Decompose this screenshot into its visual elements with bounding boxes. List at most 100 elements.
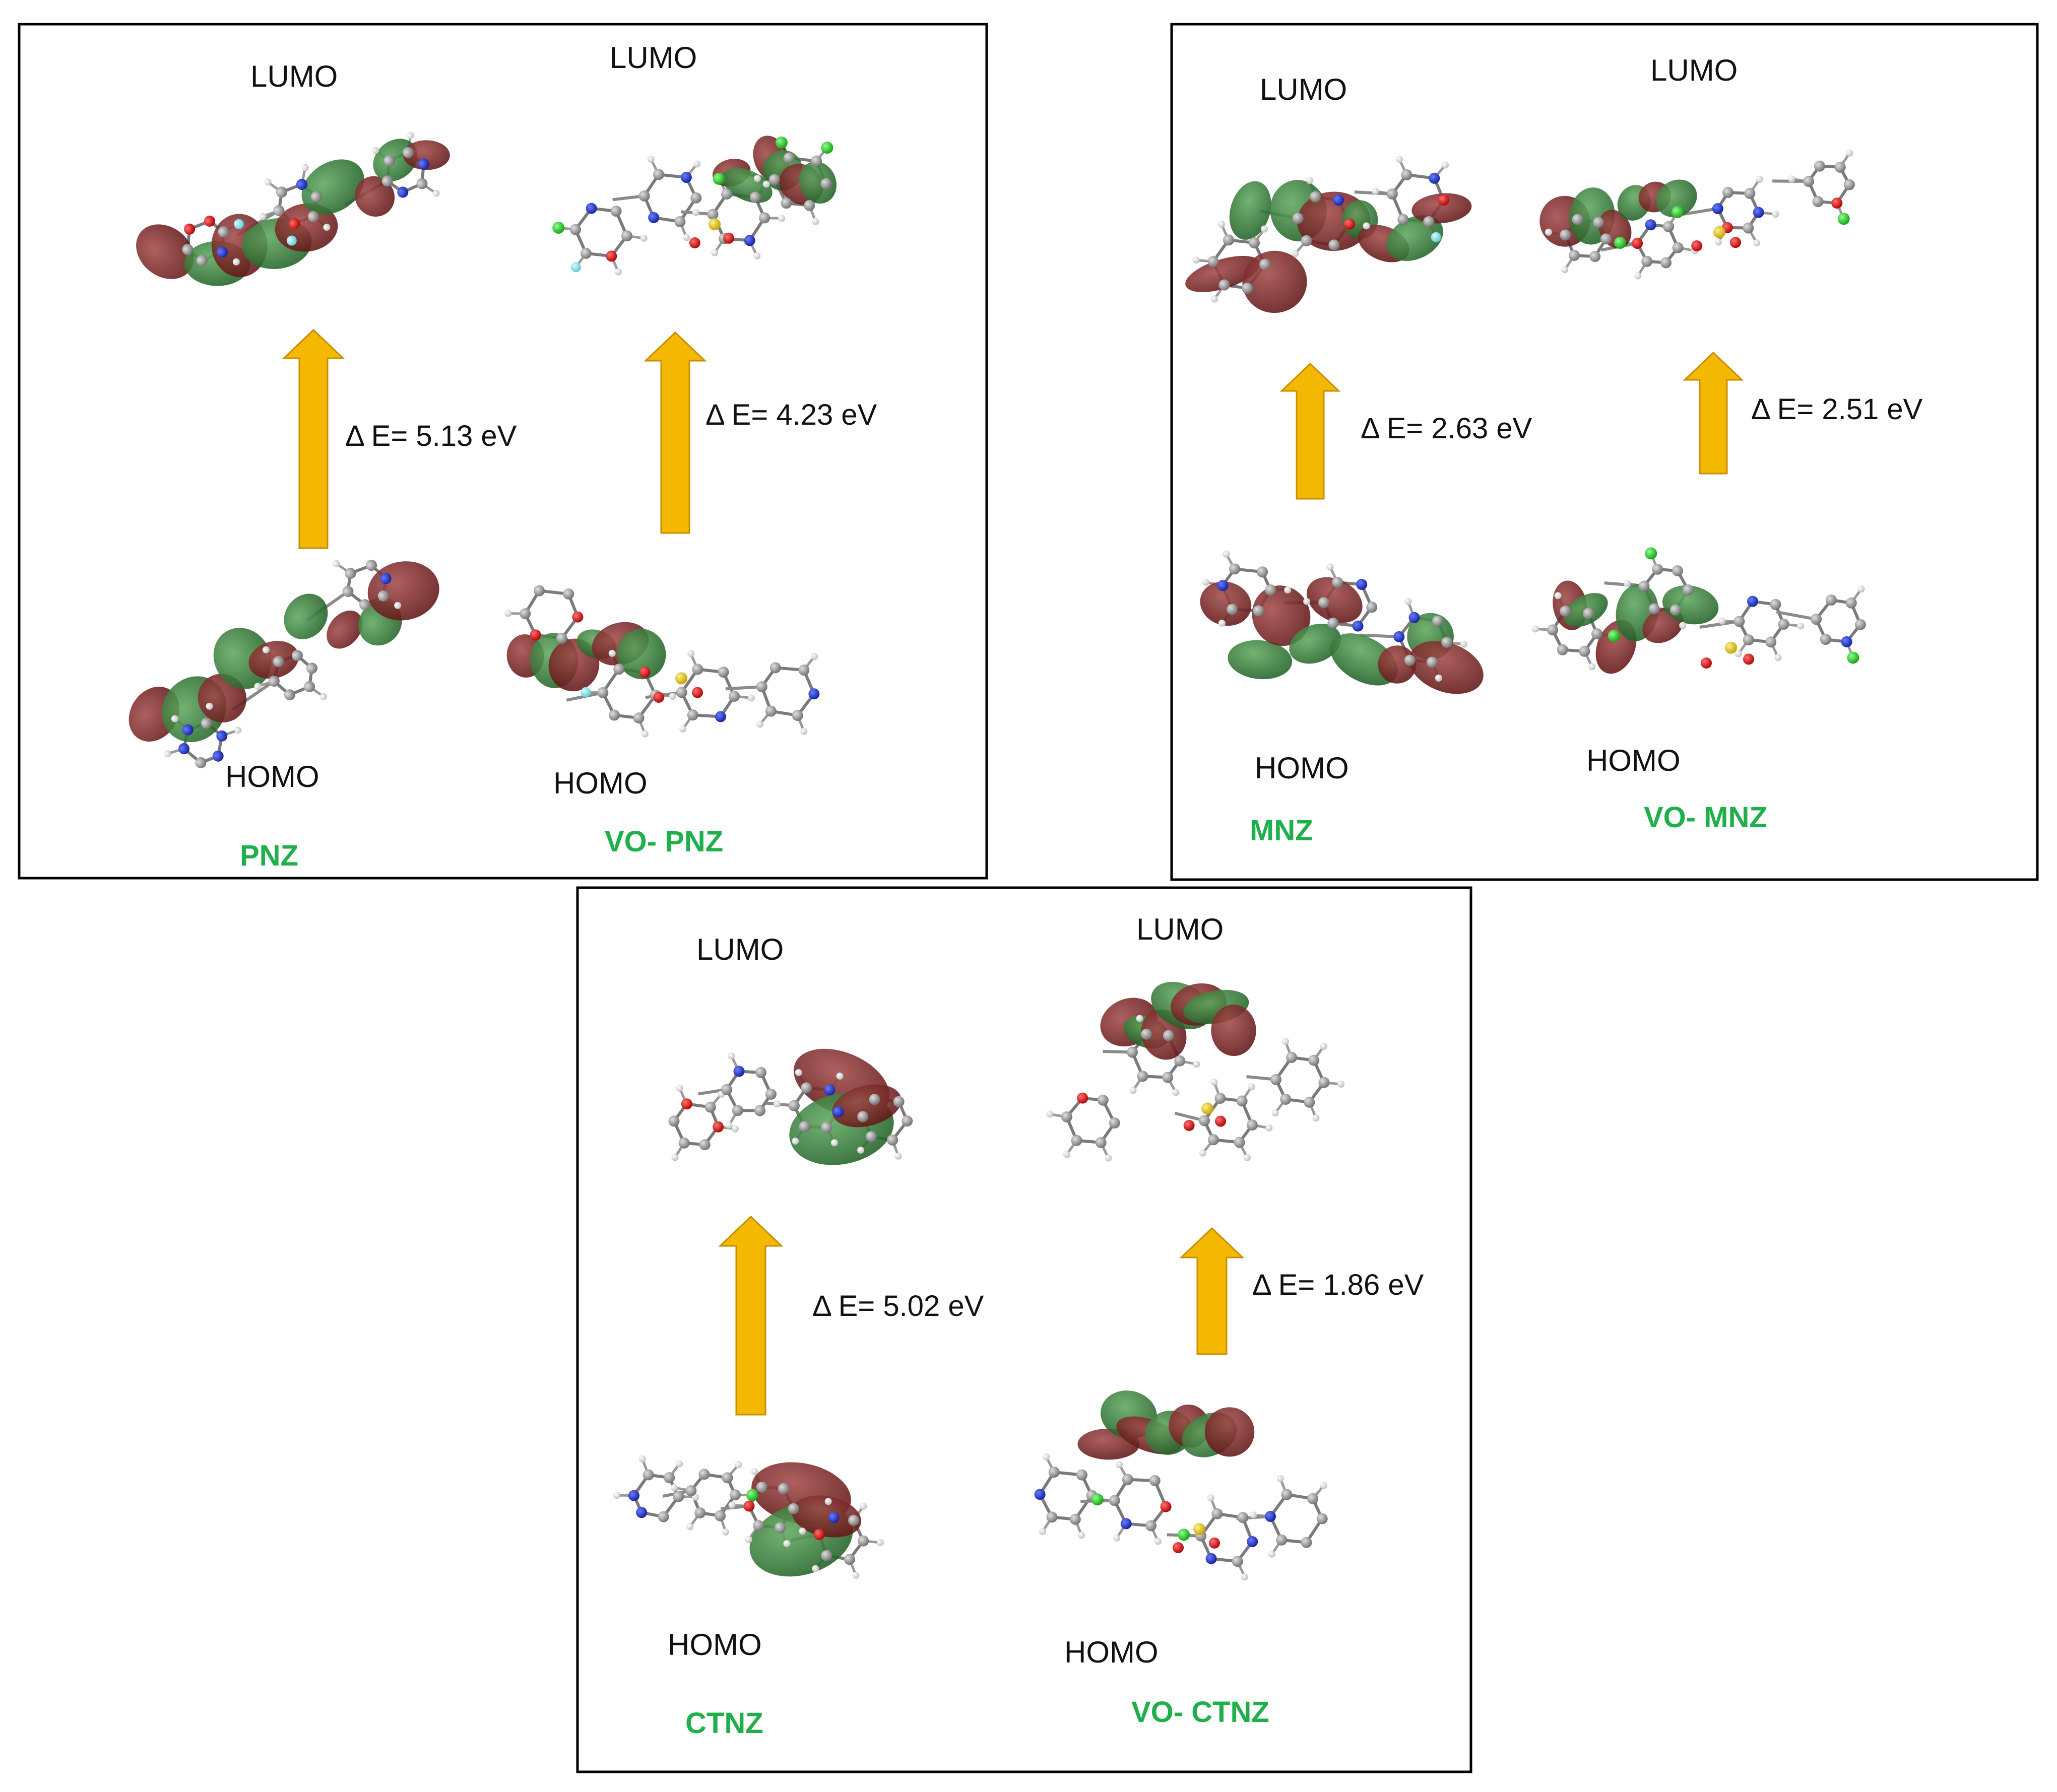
atom-h — [711, 249, 719, 256]
atom-c — [1145, 1520, 1157, 1532]
atom-h — [1136, 1015, 1143, 1022]
atom-c — [1426, 656, 1438, 668]
atom-h — [259, 213, 267, 220]
atom-c — [1638, 580, 1650, 592]
atom-c — [1778, 618, 1789, 630]
atom-h — [812, 1565, 819, 1572]
atom-c — [676, 687, 687, 698]
atom-c — [1069, 1513, 1081, 1525]
atom-cl — [552, 221, 565, 234]
atom-h — [1441, 161, 1449, 169]
atom-c — [673, 1491, 684, 1502]
orbital-lobe-positive — [1200, 581, 1252, 626]
atom-c — [1301, 1537, 1312, 1548]
atom-c — [1744, 187, 1756, 199]
atom-n — [1034, 1489, 1046, 1500]
orbital-lobe-positive — [1204, 1407, 1255, 1457]
atom-h — [1372, 187, 1379, 195]
vo-mnz-lumo-label: LUMO — [1650, 53, 1738, 87]
atom-c — [801, 1082, 812, 1094]
atom-h — [687, 650, 694, 657]
atom-c — [1246, 1119, 1258, 1131]
atom-c — [383, 155, 395, 166]
atom-h — [1797, 622, 1805, 630]
orbital-lobe-negative — [617, 629, 666, 680]
atom-c — [1600, 233, 1612, 245]
atom-c — [642, 1469, 654, 1481]
atom-f — [581, 687, 591, 697]
atom-c — [1557, 644, 1568, 655]
atom-n — [296, 178, 307, 190]
atom-cl — [821, 142, 833, 154]
atom-h — [640, 234, 648, 242]
pnz-delta-e: Δ E= 5.13 eV — [345, 420, 517, 452]
atom-c — [381, 175, 393, 187]
atom-h — [686, 1523, 694, 1531]
atom-n — [178, 743, 190, 755]
atom-h — [836, 1073, 844, 1080]
atom-c — [1301, 235, 1312, 246]
atom-c — [792, 710, 803, 721]
atom-c — [195, 757, 207, 768]
atom-c — [844, 1554, 855, 1565]
atom-n — [1247, 1536, 1258, 1548]
atom-c — [1127, 1046, 1138, 1058]
atom-c — [1076, 1469, 1087, 1481]
orbital-lobe-positive — [355, 176, 395, 217]
atom-h — [1857, 585, 1865, 593]
atom-cl — [1614, 236, 1627, 249]
atom-c — [698, 1469, 710, 1480]
atom-h — [1218, 619, 1226, 627]
atom-o — [743, 1500, 755, 1512]
atom-c — [699, 1139, 711, 1151]
atom-c — [1820, 634, 1831, 645]
atom-o — [1077, 1092, 1088, 1104]
atom-c — [284, 689, 295, 701]
atom-c — [1366, 602, 1378, 613]
atom-h — [670, 1484, 678, 1491]
atom-h — [894, 1152, 902, 1160]
atom-c — [1270, 1074, 1282, 1085]
orbital-lobe-positive — [136, 224, 194, 279]
atom-c — [359, 599, 371, 611]
vo-mnz-delta-e: Δ E= 2.51 eV — [1751, 393, 1923, 426]
mnz-lumo-label: LUMO — [1260, 73, 1347, 106]
pnz-homo-label: HOMO — [225, 760, 319, 793]
ctnz-homo-molecule — [613, 1455, 884, 1579]
atom-c — [1683, 584, 1694, 595]
atom-h — [1207, 1494, 1214, 1502]
atom-h — [1292, 250, 1299, 257]
atom-h — [728, 1052, 735, 1060]
atom-c — [1641, 255, 1653, 267]
atom-n — [1753, 207, 1764, 218]
atom-n — [828, 1512, 840, 1523]
atom-h — [254, 683, 262, 690]
atom-c — [1292, 213, 1304, 224]
atom-c — [1648, 603, 1660, 615]
atom-h — [735, 1461, 742, 1469]
atom-c — [690, 192, 702, 204]
atom-h — [164, 750, 171, 758]
atom-h — [725, 1121, 733, 1129]
atom-h — [799, 1528, 806, 1535]
atom-c — [1560, 229, 1571, 241]
atom-c — [1149, 1475, 1161, 1486]
atom-c — [1722, 187, 1734, 198]
atom-c — [653, 169, 665, 180]
atom-h — [232, 258, 240, 266]
atom-c — [1237, 1512, 1249, 1523]
atom-c — [1743, 222, 1754, 234]
atom-c — [865, 1131, 877, 1143]
atom-s — [1725, 641, 1737, 654]
atom-c — [811, 155, 822, 167]
atom-h — [876, 1539, 884, 1546]
atom-c — [902, 1115, 913, 1127]
vo-ctnz-arrow — [1179, 1227, 1245, 1355]
atom-n — [1120, 1518, 1132, 1530]
atom-c — [1318, 597, 1330, 609]
atom-h — [857, 1146, 865, 1154]
atom-c — [1386, 188, 1398, 200]
atom-c — [1310, 191, 1321, 203]
atom-n — [680, 172, 692, 183]
